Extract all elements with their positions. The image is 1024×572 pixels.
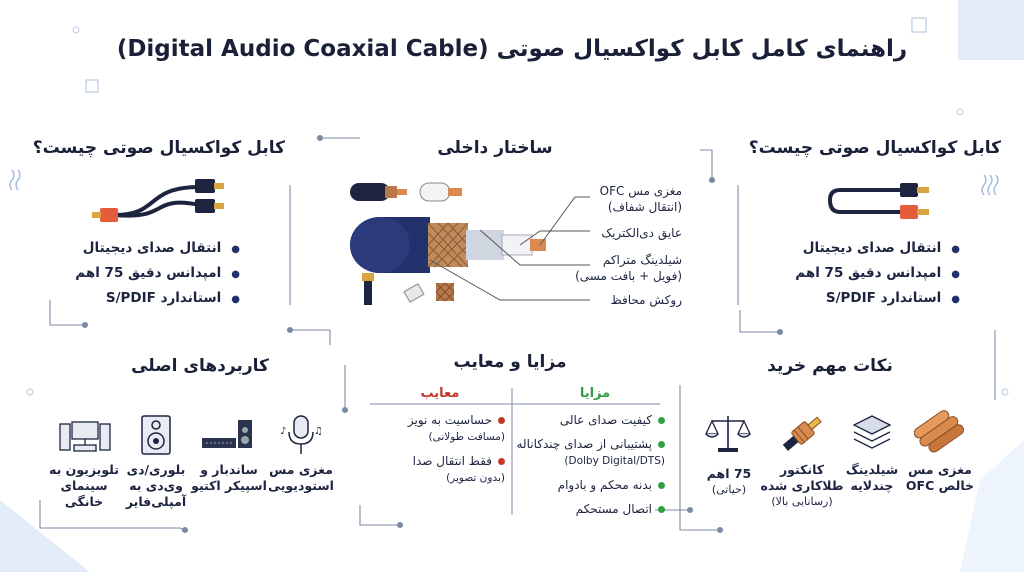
cons-item: حساسیت به نویز(مسافت طولانی): [407, 413, 505, 443]
label-dielectric: عایق دی‌الکتریک: [601, 226, 682, 240]
bullet-item: امپدانس دقیق 75 اهم: [770, 261, 960, 286]
copper-core-icon: [914, 410, 965, 453]
use-studio-label: مغزی مس استودیویی: [268, 462, 334, 493]
structure-title: ساختار داخلی: [437, 138, 553, 158]
cons-item: فقط انتقال صدا(بدون تصویر): [412, 454, 505, 484]
tips-title: نکات مهم خرید: [767, 356, 893, 376]
bullet-item: استاندارد S/PDIF: [770, 286, 960, 311]
pros-list: کیفیت صدای عالی پشتیبانی از صدای چندکانا…: [515, 412, 665, 525]
coaxial-cable-icon: [827, 183, 929, 219]
pros-item: پشتیبانی از صدای چندکاناله(Dolby Digital…: [516, 437, 665, 467]
cons-header: معایب: [420, 386, 460, 401]
page-title: راهنمای کامل کابل کواکسیال صوتی (Digital…: [116, 36, 908, 62]
cons-list: حساسیت به نویز(مسافت طولانی) فقط انتقال …: [385, 412, 505, 494]
left-section-title: کابل کواکسیال صوتی چیست؟: [32, 138, 285, 158]
soundbar-icon: [202, 420, 252, 448]
right-section-title: کابل کواکسیال صوتی چیست؟: [748, 138, 1001, 158]
studio-mic-icon: ♪ ♫: [280, 415, 323, 454]
label-copper-core: مغزی مس OFC (انتقال شفاف): [599, 184, 682, 214]
rca-cable-icon: [92, 179, 224, 222]
use-soundbar-label: ساندبار و اسپیکر اکتیو: [191, 462, 267, 493]
layers-icon: [852, 415, 892, 449]
gold-connector-icon: [782, 416, 822, 451]
proscons-divider: [370, 388, 660, 515]
bullet-item: انتقال صدای دیجیتال: [40, 236, 240, 261]
uses-title: کاربردهای اصلی: [131, 356, 269, 376]
pros-header: مزایا: [579, 386, 611, 401]
svg-text:♪: ♪: [280, 426, 286, 437]
bullet-item: انتقال صدای دیجیتال: [770, 236, 960, 261]
proscons-title: مزایا و معایب: [453, 352, 567, 372]
use-bluray-label: بلوری/دی وی‌دی به آمپلی‌فایر: [125, 462, 187, 509]
pros-item: اتصال مستحکم: [515, 501, 665, 517]
right-bullet-list: انتقال صدای دیجیتال امپدانس دقیق 75 اهم …: [770, 236, 960, 311]
home-theater-icon: [59, 421, 111, 452]
balance-scale-icon: [704, 416, 752, 452]
bullet-item: امپدانس دقیق 75 اهم: [40, 261, 240, 286]
tip-impedance-label: 75 اهم(حیاتی): [706, 466, 752, 496]
left-bullet-list: انتقال صدای دیجیتال امپدانس دقیق 75 اهم …: [40, 236, 240, 311]
speaker-icon: [141, 415, 171, 455]
pros-item: بدنه محکم و بادوام: [515, 477, 665, 493]
label-shielding: شیلدینگ متراکم (فویل + بافت مسی): [575, 253, 682, 283]
svg-text:♫: ♫: [314, 426, 323, 437]
bullet-item: استاندارد S/PDIF: [40, 286, 240, 311]
use-tv-label: تلویزیون به سینمای خانگی: [49, 462, 119, 509]
cable-cross-section-diagram: [350, 182, 590, 305]
pros-item: کیفیت صدای عالی: [515, 412, 665, 428]
label-jacket: روکش محافظ: [610, 293, 682, 307]
